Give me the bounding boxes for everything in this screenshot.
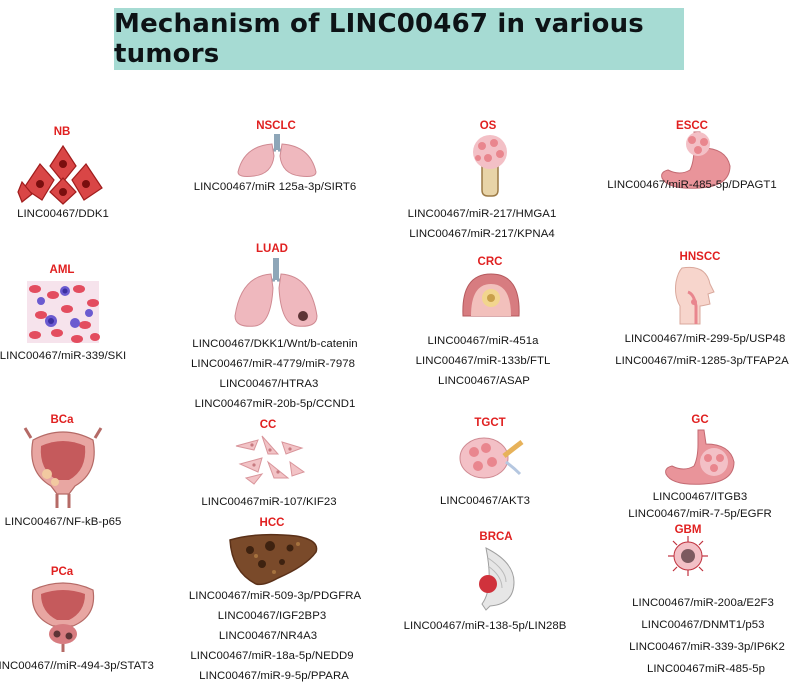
colon-cross-section-icon (462, 273, 520, 317)
mechanism-line: LINC00467/DNMT1/p53 (641, 619, 765, 631)
tumor-label-pca: PCa (50, 566, 74, 578)
breast-tumor-icon (479, 547, 515, 611)
stomach-icon (665, 429, 735, 485)
mechanism-line: LINC00467/NF-kB-p65 (4, 516, 122, 528)
tumor-label-escc: ESCC (676, 120, 708, 132)
mechanism-line: LINC00467/miR-217/KPNA4 (409, 228, 555, 240)
tumor-label-gc: GC (691, 414, 709, 426)
blood-cells-icon (27, 281, 100, 343)
glioblastoma-icon (668, 536, 708, 576)
tumor-label-nb: NB (53, 126, 71, 138)
mechanism-line: LINC00467miR-485-5p (646, 663, 766, 675)
tumor-label-tgct: TGCT (474, 417, 506, 429)
esophagus-stomach-icon (661, 131, 731, 189)
mechanism-line: LINC00467/ASAP (438, 375, 530, 387)
mechanism-line: LINC00467/DDK1 (17, 208, 109, 220)
mechanism-line: LINC00467/miR-7-5p/EGFR (628, 508, 772, 520)
head-neck-icon (675, 266, 715, 325)
tumor-label-brca: BRCA (479, 531, 513, 543)
tumor-label-bca: BCa (50, 414, 74, 426)
mechanism-line: LINC00467/miR-133b/FTL (415, 355, 551, 367)
tumor-label-luad: LUAD (256, 243, 288, 255)
mechanism-line: LINC00467/miR-451a (427, 335, 539, 347)
mechanism-line: LINC00467/IGF2BP3 (217, 610, 327, 622)
mechanism-line: LINC00467/miR-9-5p/PPARA (199, 670, 349, 682)
bladder-icon (23, 427, 103, 508)
mechanism-line: LINC00467/miR-200a/E2F3 (632, 597, 774, 609)
mechanism-line: LINC00467/miR-299-5p/USP48 (624, 333, 786, 345)
mechanism-line: LINC00467/DKK1/Wnt/b-catenin (192, 338, 358, 350)
neuroblastoma-cells-icon (17, 144, 103, 205)
tumor-label-crc: CRC (477, 256, 503, 268)
tumor-label-hnscc: HNSCC (679, 251, 721, 263)
title-banner: Mechanism of LINC00467 in various tumors (114, 8, 684, 70)
mechanism-line: LINC00467//miR-494-3p/STAT3 (0, 660, 154, 672)
tumor-label-gbm: GBM (674, 524, 702, 536)
mechanism-line: LINC00467/AKT3 (440, 495, 530, 507)
mechanism-line: LINC00467/HTRA3 (219, 378, 319, 390)
mechanism-line: LINC00467miR-20b-5p/CCND1 (194, 398, 356, 410)
tumor-label-os: OS (479, 120, 497, 132)
mechanism-line: LINC00467/ITGB3 (652, 491, 748, 503)
mechanism-line: LINC00467/miR-4779/miR-7978 (190, 358, 356, 370)
lungs-tumor-icon (234, 258, 318, 327)
liver-icon (229, 533, 318, 586)
mechanism-line: LINC00467/miR-509-3p/PDGFRA (188, 590, 362, 602)
mechanism-line: LINC00467miR-107/KIF23 (201, 496, 337, 508)
mechanism-line: LINC00467/miR-339-3p/IP6K2 (629, 641, 785, 653)
mechanism-line: LINC00467/miR-485-5p/DPAGT1 (607, 179, 777, 191)
prostate-icon (31, 582, 95, 652)
tumor-label-aml: AML (49, 264, 75, 276)
mechanism-line: LINC00467/miR 125a-3p/SIRT6 (193, 181, 357, 193)
mechanism-line: LINC00467/miR-138-5p/LIN28B (403, 620, 567, 632)
mechanism-line: LINC00467/NR4A3 (218, 630, 318, 642)
mechanism-line: LINC00467/miR-217/HMGA1 (407, 208, 557, 220)
lungs-icon (237, 134, 317, 177)
mechanism-line: LINC00467/miR-339/SKI (0, 350, 127, 362)
tumor-label-cc: CC (259, 419, 277, 431)
mechanism-line: LINC00467/miR-18a-5p/NEDD9 (190, 650, 354, 662)
tumor-label-nsclc: NSCLC (256, 120, 296, 132)
mechanism-line: LINC00467/miR-1285-3p/TFAP2A (615, 355, 789, 367)
testis-tumor-icon (459, 437, 524, 479)
page-title: Mechanism of LINC00467 in various tumors (114, 9, 644, 69)
bone-tumor-icon (473, 135, 507, 197)
cervical-cells-icon (235, 435, 306, 485)
tumor-label-hcc: HCC (259, 517, 285, 529)
